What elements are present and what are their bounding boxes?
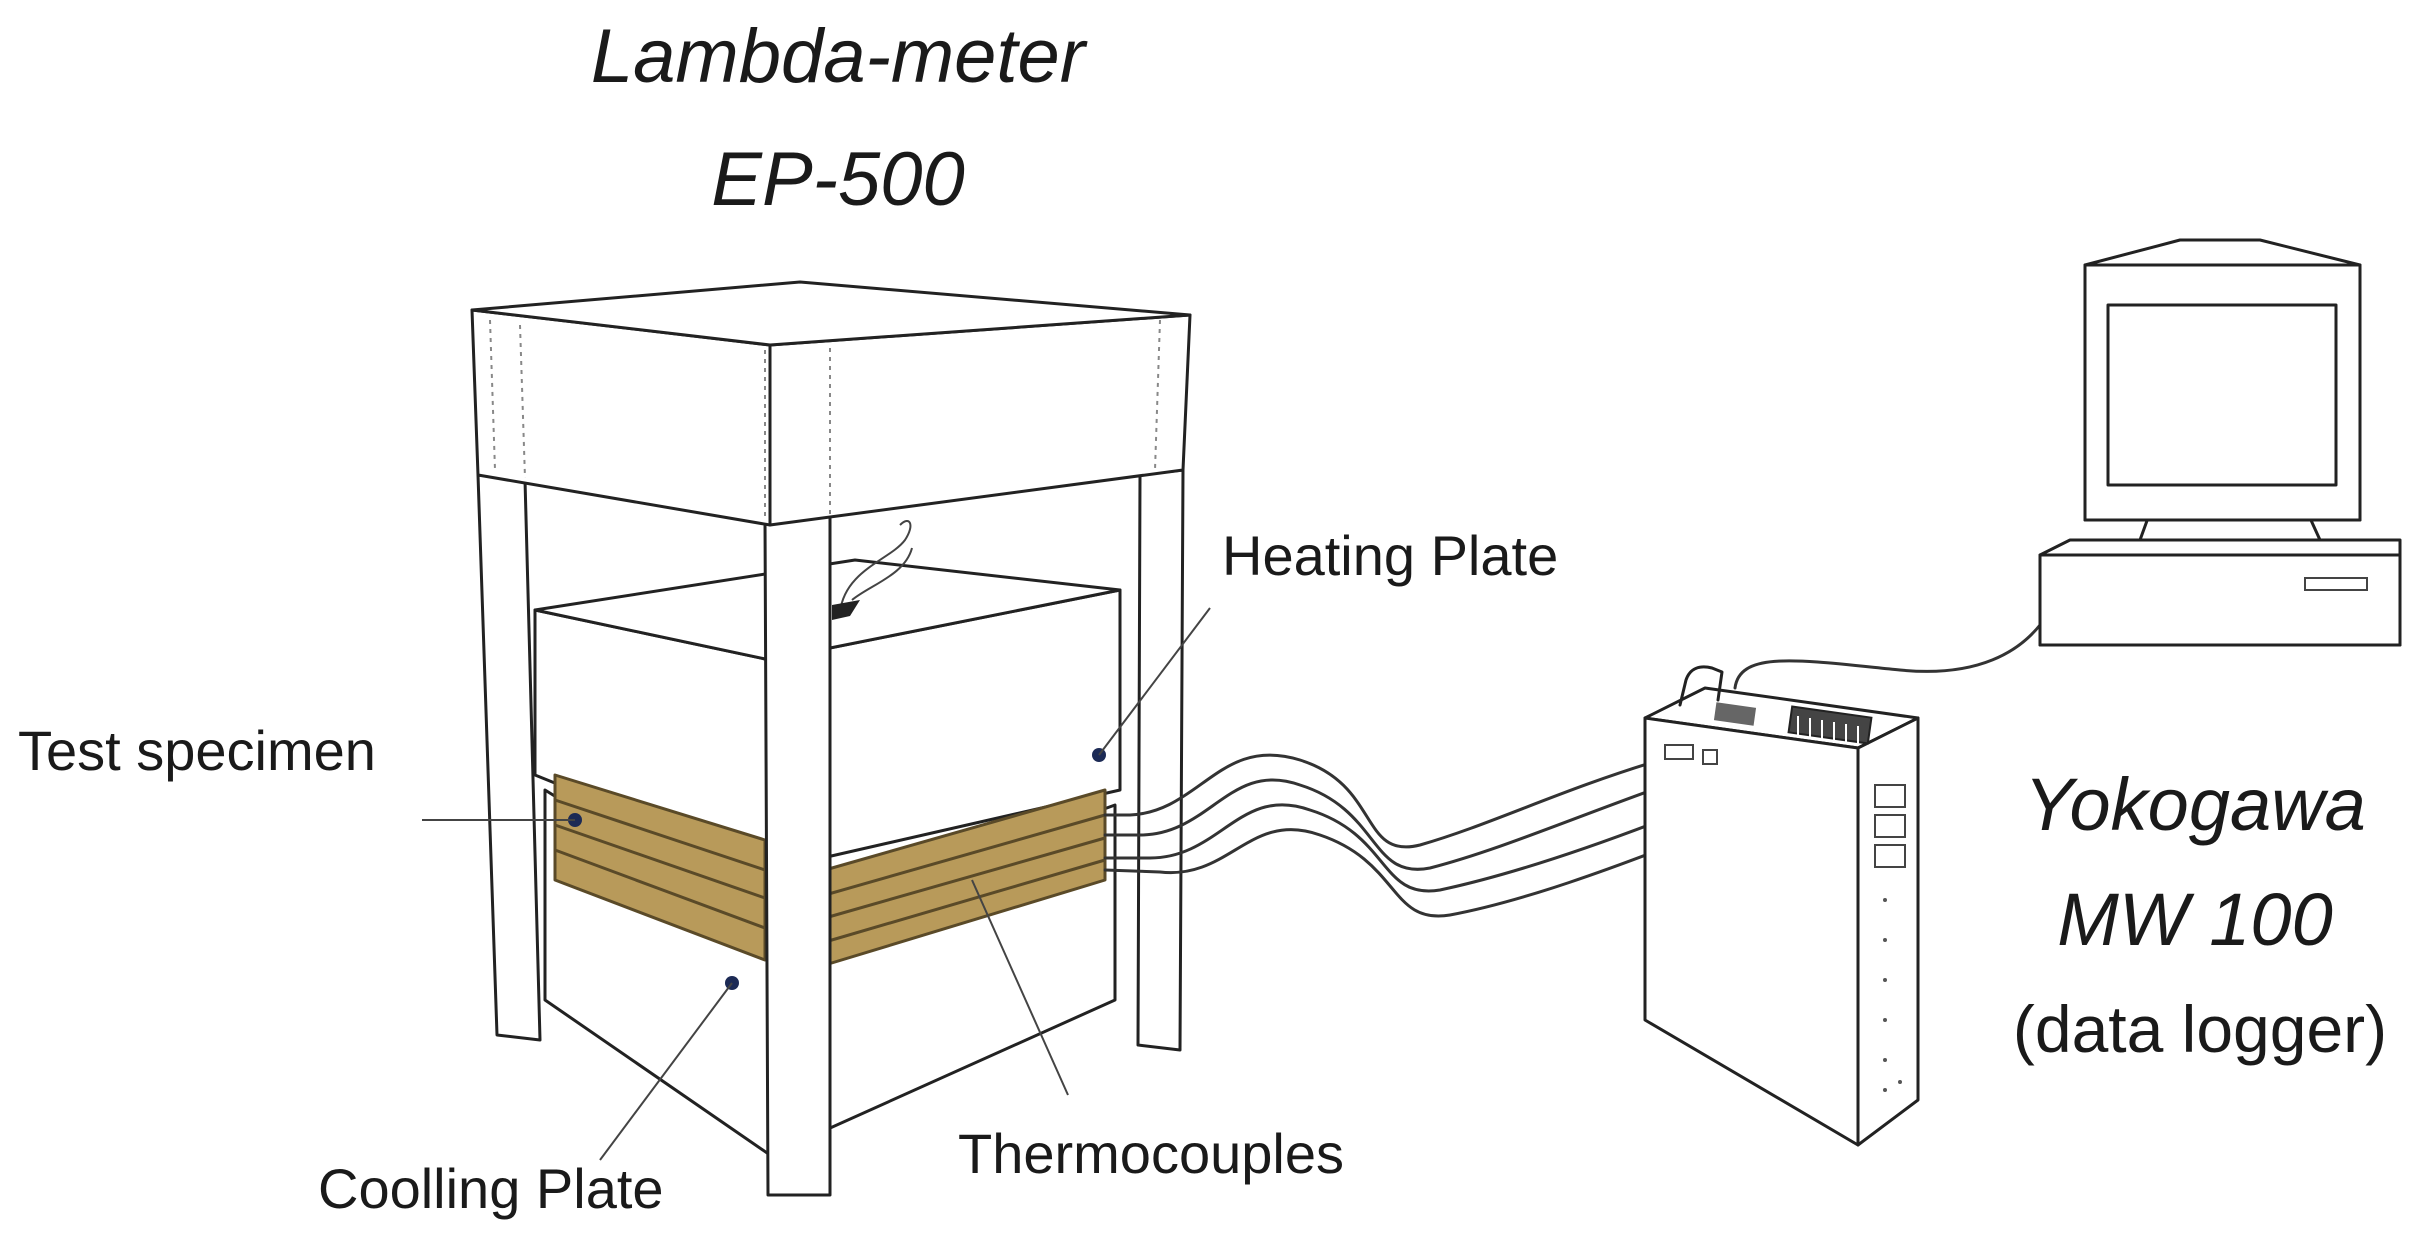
top-enclosure — [470, 280, 1192, 527]
label-thermocouples: Thermocouples — [958, 1122, 1344, 1185]
computer — [2038, 238, 2402, 647]
label-cooling-plate: Coolling Plate — [318, 1157, 664, 1220]
inner-cable — [832, 520, 913, 620]
apparatus-title-line2: EP-500 — [711, 137, 965, 222]
logger-to-computer-cable — [1733, 623, 2042, 690]
leg-front-center — [763, 513, 832, 1197]
apparatus-title-line1: Lambda-meter — [591, 14, 1088, 99]
monitor-screen — [2106, 303, 2338, 487]
data-logger-device — [1643, 665, 1920, 1147]
data-logger-caption: (data logger) — [2013, 992, 2387, 1066]
label-test-specimen: Test specimen — [18, 719, 376, 782]
specimen-left-face — [553, 773, 767, 962]
data-logger-name: Yokogawa — [2024, 763, 2366, 846]
drive-slot — [2304, 577, 2368, 591]
label-heating-plate: Heating Plate — [1222, 524, 1558, 587]
data-logger-model: MW 100 — [2057, 878, 2333, 961]
leg-front-left — [476, 473, 542, 1042]
lambda-meter-apparatus — [422, 280, 1211, 1197]
leg-rear-right — [1136, 468, 1185, 1052]
test-specimen — [553, 773, 1107, 967]
